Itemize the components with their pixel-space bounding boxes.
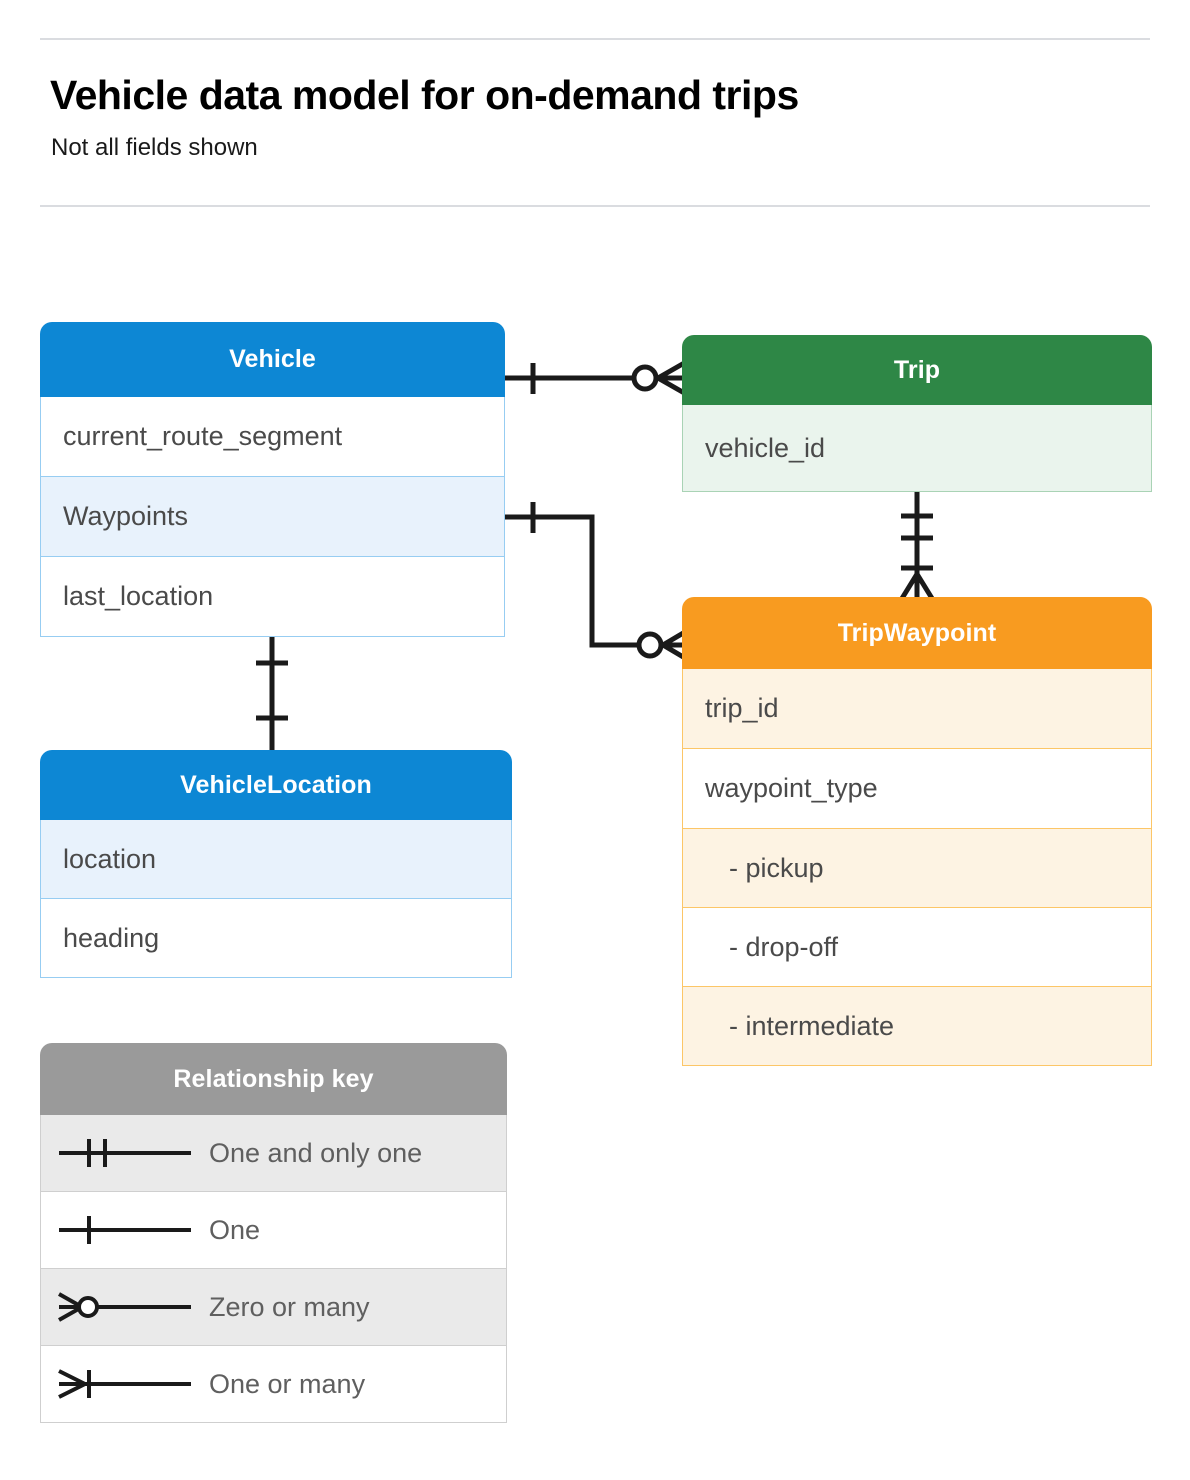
entity-field-label: - drop-off — [729, 931, 839, 962]
legend-rows: One and only one One — [40, 1115, 507, 1423]
entity-field-row[interactable]: location — [40, 820, 512, 899]
one-and-only-one-icon — [41, 1133, 209, 1173]
entity-field-label: - pickup — [729, 852, 824, 883]
legend-row: One or many — [40, 1346, 507, 1423]
entity-tripwaypoint-title: TripWaypoint — [837, 618, 997, 647]
entity-field-label: - intermediate — [729, 1010, 895, 1041]
legend-relationship-key: Relationship key One and only one — [40, 1043, 507, 1423]
entity-field-label: last_location — [63, 581, 214, 611]
page-subtitle: Not all fields shown — [51, 134, 258, 161]
entity-tripwaypoint-fields: trip_id waypoint_type - pickup - drop-of… — [682, 669, 1152, 1066]
entity-field-row[interactable]: - intermediate — [682, 987, 1152, 1066]
legend-label: One — [209, 1214, 261, 1245]
legend-row: Zero or many — [40, 1269, 507, 1346]
legend-label: One or many — [209, 1368, 366, 1399]
entity-field-row[interactable]: heading — [40, 899, 512, 978]
connector-waypoints-tripwaypoint — [505, 514, 640, 648]
entity-tripwaypoint-header: TripWaypoint — [682, 597, 1152, 669]
cardinality-zero-circle — [631, 364, 659, 392]
legend-label: Zero or many — [209, 1291, 370, 1322]
entity-field-label: Waypoints — [63, 501, 189, 531]
zero-or-many-icon — [41, 1287, 209, 1327]
entity-vehiclelocation-fields: location heading — [40, 820, 512, 978]
legend-row: One and only one — [40, 1115, 507, 1192]
header-divider-bottom — [40, 205, 1150, 207]
entity-vehiclelocation[interactable]: VehicleLocation location heading — [40, 750, 512, 978]
entity-field-row[interactable]: - drop-off — [682, 908, 1152, 987]
entity-vehiclelocation-title: VehicleLocation — [180, 770, 372, 799]
entity-trip-fields: vehicle_id — [682, 405, 1152, 492]
entity-field-label: waypoint_type — [705, 773, 878, 803]
entity-field-row[interactable]: current_route_segment — [40, 397, 505, 477]
entity-field-row[interactable]: waypoint_type — [682, 749, 1152, 829]
entity-tripwaypoint[interactable]: TripWaypoint trip_id waypoint_type - pic… — [682, 597, 1152, 1066]
entity-field-label: location — [63, 843, 157, 874]
entity-vehicle-header: Vehicle — [40, 322, 505, 397]
legend-label: One and only one — [209, 1137, 423, 1168]
legend-title: Relationship key — [173, 1064, 374, 1093]
entity-field-label: trip_id — [705, 693, 779, 723]
entity-field-row[interactable]: vehicle_id — [682, 405, 1152, 492]
entity-vehicle-fields: current_route_segment Waypoints last_loc… — [40, 397, 505, 637]
entity-field-row[interactable]: - pickup — [682, 829, 1152, 908]
entity-field-row[interactable]: trip_id — [682, 669, 1152, 749]
entity-field-label: vehicle_id — [705, 432, 826, 463]
entity-vehiclelocation-header: VehicleLocation — [40, 750, 512, 820]
entity-trip-header: Trip — [682, 335, 1152, 405]
one-or-many-icon — [41, 1364, 209, 1404]
cardinality-zero-circle-2 — [636, 631, 664, 659]
legend-row: One — [40, 1192, 507, 1269]
entity-field-row[interactable]: last_location — [40, 557, 505, 637]
entity-vehicle[interactable]: Vehicle current_route_segment Waypoints … — [40, 322, 505, 637]
entity-trip-title: Trip — [893, 355, 941, 384]
one-icon — [41, 1210, 209, 1250]
legend-header: Relationship key — [40, 1043, 507, 1115]
header-divider-top — [40, 38, 1150, 40]
page-title: Vehicle data model for on-demand trips — [50, 72, 799, 118]
entity-field-row[interactable]: Waypoints — [40, 477, 505, 557]
entity-field-label: heading — [63, 922, 160, 953]
entity-vehicle-title: Vehicle — [229, 345, 316, 373]
entity-field-label: current_route_segment — [63, 421, 343, 451]
entity-trip[interactable]: Trip vehicle_id — [682, 335, 1152, 492]
